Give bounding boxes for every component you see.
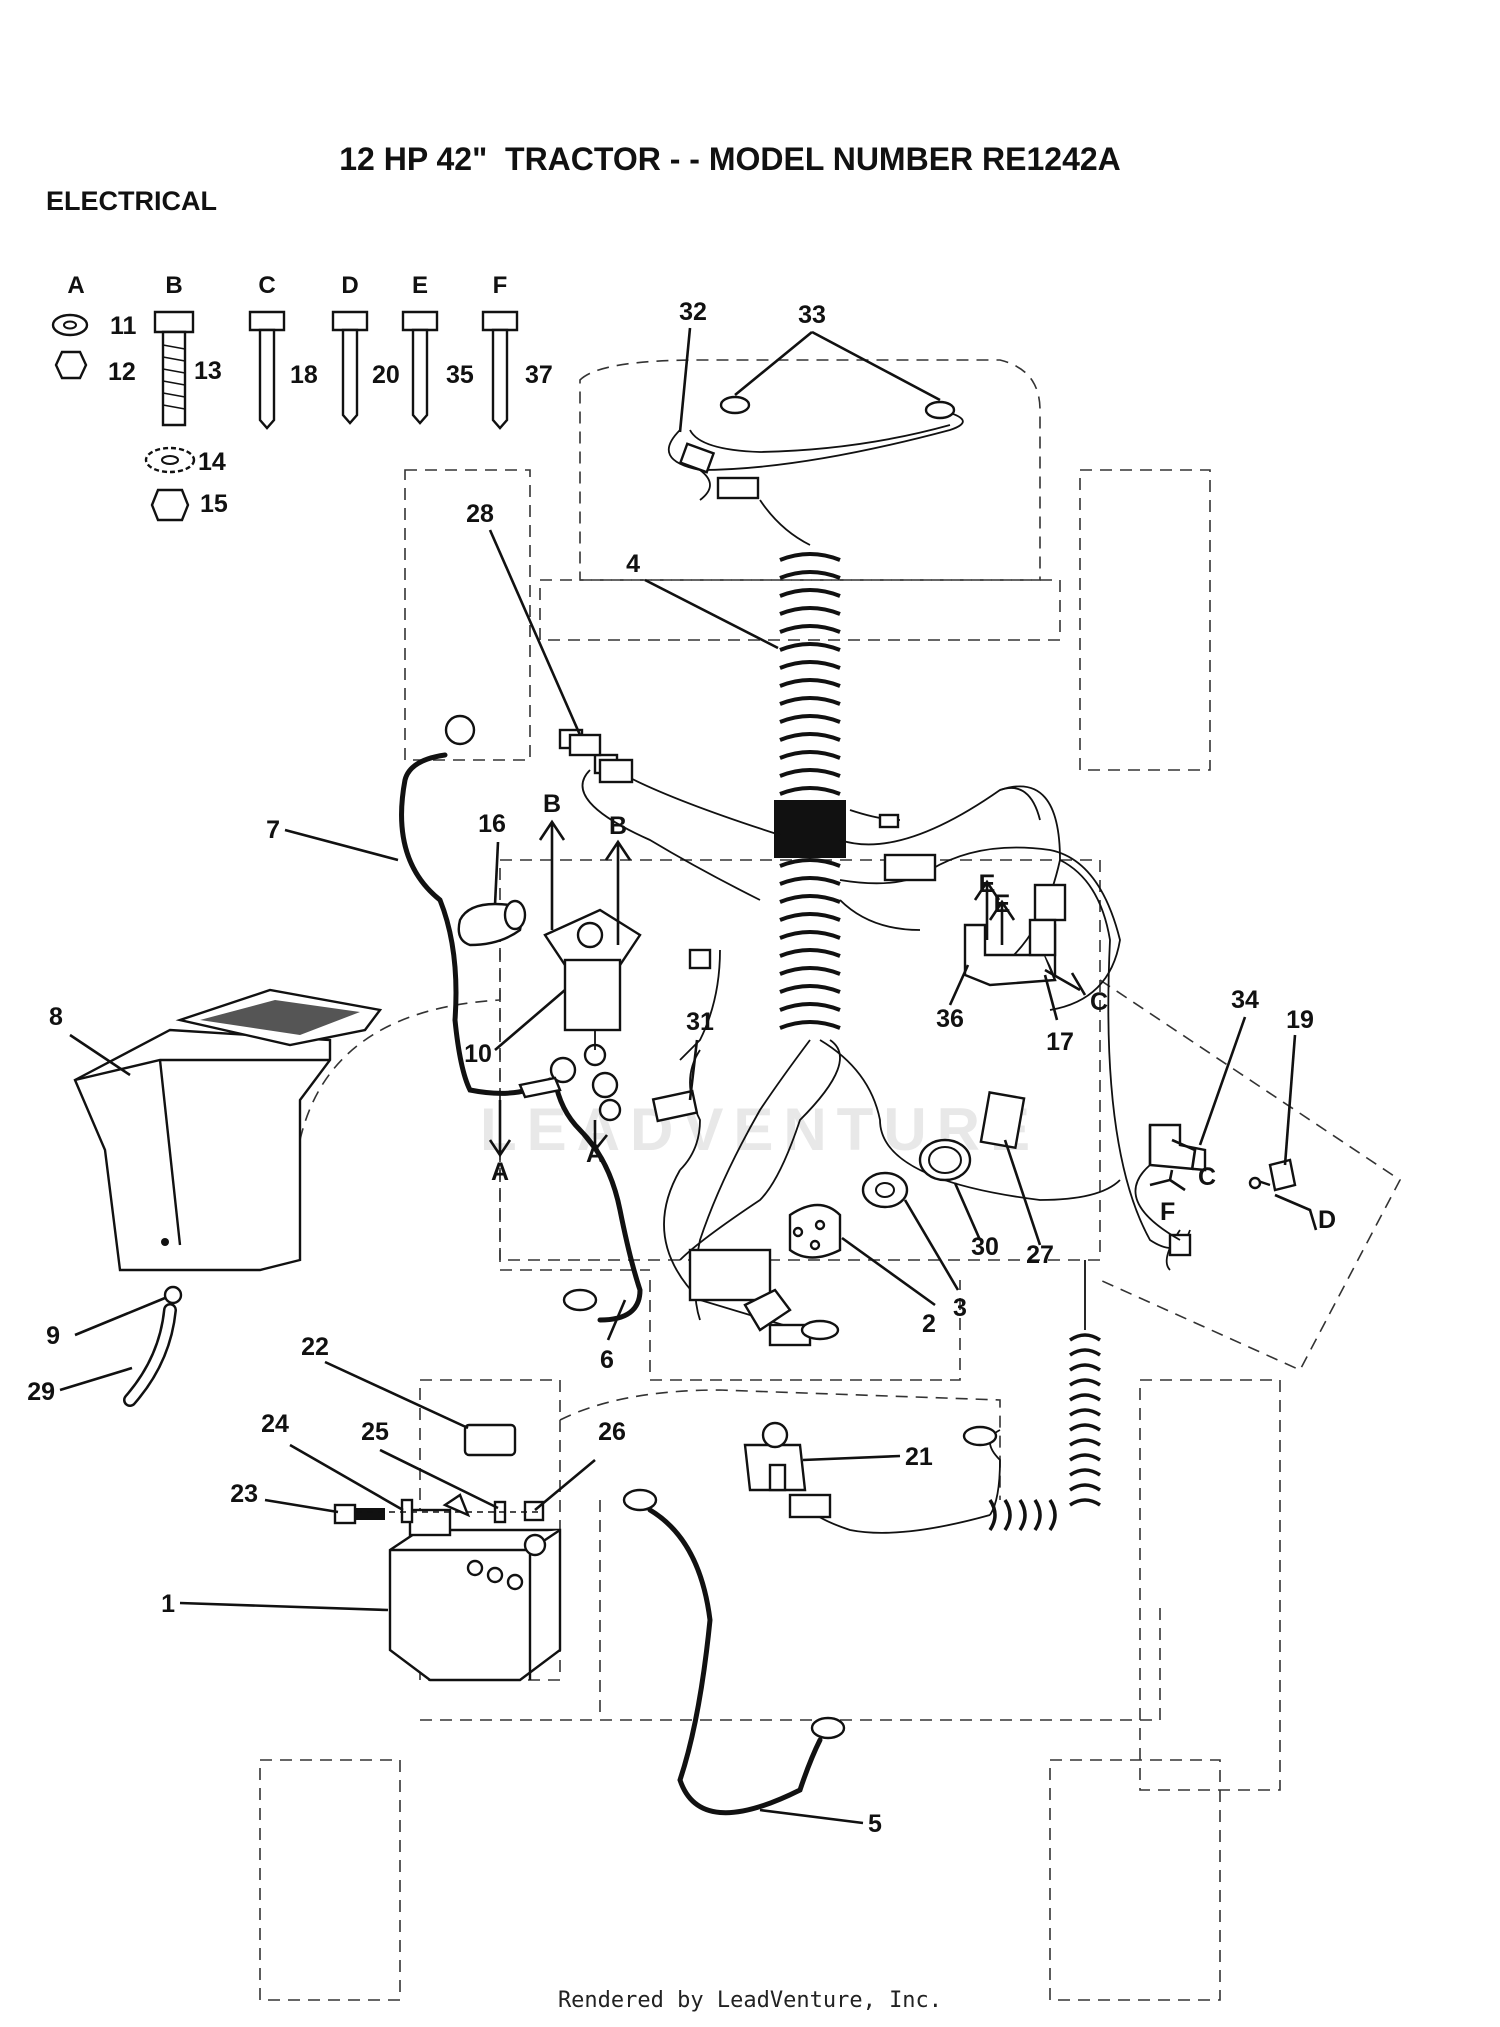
callout-21: 21 — [905, 1443, 933, 1471]
legend-letter-e: E — [412, 272, 428, 299]
part-12: 12 — [108, 358, 136, 386]
bolt-shank-icon — [161, 330, 187, 427]
callout-17: 17 — [1046, 1028, 1074, 1056]
connection-b-2: B — [609, 812, 627, 840]
connection-c-2: C — [1198, 1163, 1216, 1191]
callout-1: 1 — [161, 1590, 175, 1618]
tractor-ghost-outline — [259, 359, 1402, 2001]
vent-tube — [123, 1285, 183, 1407]
battery-box — [73, 988, 383, 1272]
callout-33: 33 — [798, 301, 826, 329]
callout-32: 32 — [679, 298, 707, 326]
callout-22: 22 — [301, 1333, 329, 1361]
part-35: 35 — [446, 361, 474, 389]
screw-c-icon — [248, 310, 286, 430]
hardware-legend: A B C D E F 11 12 13 14 15 18 — [51, 272, 553, 522]
headlight-harness — [667, 395, 964, 501]
callout-24: 24 — [261, 1410, 289, 1438]
part-15: 15 — [200, 490, 228, 518]
battery-hold-down — [333, 1423, 545, 1525]
callout-19: 19 — [1286, 1006, 1314, 1034]
callout-27: 27 — [1026, 1241, 1054, 1269]
main-wire-harness — [558, 499, 1191, 1347]
connection-markers: B B A A E E C C F D — [488, 790, 1336, 1234]
callout-30: 30 — [971, 1233, 999, 1261]
hex-nut-icon — [54, 350, 88, 380]
part-14: 14 — [198, 448, 226, 476]
seat-switch-coil-lead — [788, 1260, 1101, 1534]
connection-d: D — [1318, 1206, 1336, 1234]
connection-a-2: A — [586, 1140, 604, 1168]
legend-letter-f: F — [493, 272, 508, 299]
screw-e-icon — [401, 310, 439, 425]
part-37: 37 — [525, 361, 553, 389]
callout-2: 2 — [922, 1310, 936, 1338]
screw-d-icon — [331, 310, 369, 425]
callout-34: 34 — [1231, 986, 1259, 1014]
starter-solenoid — [518, 908, 642, 1122]
callout-4: 4 — [626, 550, 640, 578]
terminal-boot — [457, 899, 527, 947]
callout-3: 3 — [953, 1294, 967, 1322]
screw-f-icon — [481, 310, 519, 430]
connector-28 — [568, 733, 634, 784]
callout-7: 7 — [266, 816, 280, 844]
connection-c-1: C — [1090, 988, 1108, 1016]
callout-26: 26 — [598, 1418, 626, 1446]
legend-letter-c: C — [258, 272, 275, 299]
bolt-head-icon — [153, 310, 195, 334]
connection-a-1: A — [491, 1158, 509, 1186]
legend-letter-a: A — [67, 272, 84, 299]
connection-e-1: E — [979, 870, 996, 898]
leader-lines — [59, 327, 1297, 1825]
connection-f: F — [1160, 1198, 1175, 1226]
callout-9: 9 — [46, 1322, 60, 1350]
legend-letter-d: D — [341, 272, 358, 299]
part-18: 18 — [290, 361, 318, 389]
callout-31: 31 — [686, 1008, 714, 1036]
callout-28: 28 — [466, 500, 494, 528]
lock-nut-icon — [150, 488, 190, 522]
callout-numbers: 1 2 3 4 5 6 7 8 9 10 16 17 19 21 22 23 2… — [27, 298, 1314, 1838]
callout-25: 25 — [361, 1418, 389, 1446]
switches — [651, 1089, 1026, 1332]
callout-29: 29 — [27, 1378, 55, 1406]
callout-10: 10 — [464, 1040, 492, 1068]
seat-switch — [743, 1421, 807, 1492]
callout-36: 36 — [936, 1005, 964, 1033]
part-13: 13 — [194, 357, 222, 385]
page-title: 12 HP 42" TRACTOR - - MODEL NUMBER RE124… — [339, 141, 1121, 177]
callout-23: 23 — [230, 1480, 258, 1508]
callout-5: 5 — [868, 1810, 882, 1838]
connection-b-1: B — [543, 790, 561, 818]
callout-16: 16 — [478, 810, 506, 838]
brackets — [963, 918, 1297, 1257]
battery-cables — [399, 714, 846, 1816]
callout-6: 6 — [600, 1346, 614, 1374]
legend-letter-b: B — [165, 272, 182, 299]
part-20: 20 — [372, 361, 400, 389]
section-title: ELECTRICAL — [46, 186, 217, 216]
part-11: 11 — [110, 312, 137, 340]
connection-e-2: E — [994, 890, 1011, 918]
battery — [388, 1508, 562, 1682]
footer-credit: Rendered by LeadVenture, Inc. — [558, 1988, 942, 2013]
callout-8: 8 — [49, 1003, 63, 1031]
